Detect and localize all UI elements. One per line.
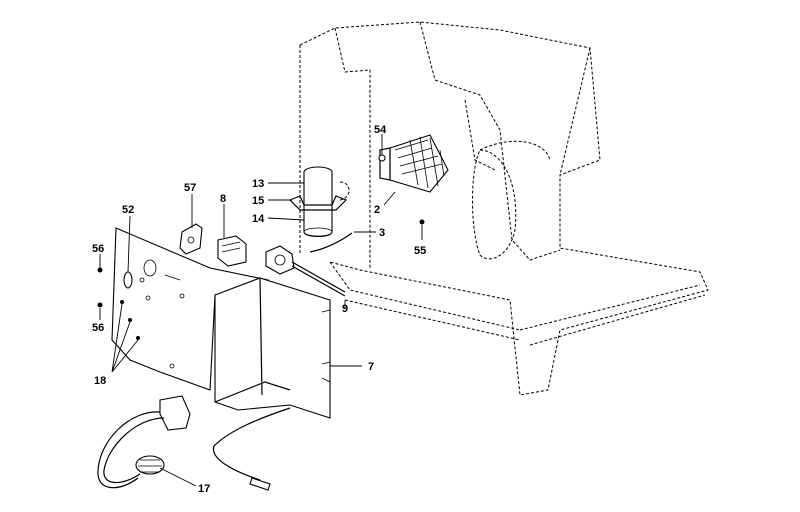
- screw-part-55: [419, 219, 425, 225]
- label-54: 54: [374, 124, 387, 136]
- thermostat-part-9: [265, 245, 346, 297]
- screw-part-54: [378, 154, 386, 162]
- cabinet-housing: [299, 21, 709, 396]
- label-7: 7: [368, 361, 374, 373]
- grommet-part-52: [123, 271, 133, 289]
- label-18: 18: [94, 375, 106, 387]
- label-3: 3: [379, 227, 385, 239]
- capacitor-part-13: [303, 166, 333, 238]
- part-labels: 13 15 14 54 2 55 3 57 8 52 56 56 9 7 18 …: [92, 124, 426, 495]
- power-cord-part-17: [97, 395, 191, 489]
- control-panel-plate: [111, 227, 270, 391]
- sensor-bulb: [249, 477, 271, 491]
- label-8: 8: [220, 193, 226, 205]
- screw-part-56-upper: [97, 267, 103, 273]
- label-17: 17: [198, 483, 210, 495]
- label-14: 14: [252, 213, 265, 225]
- bracket-part-57: [179, 223, 203, 255]
- leader-lines: [99, 134, 423, 487]
- capacitor-bracket-dashed: [339, 181, 350, 201]
- switch-part-8: [217, 235, 247, 267]
- control-box-part-7: [214, 277, 331, 419]
- wire-part-3: [309, 232, 353, 253]
- label-52: 52: [122, 204, 134, 216]
- sensor-bulb-wire: [212, 407, 291, 481]
- capacitor-strap-part-15: [288, 195, 348, 211]
- label-56b: 56: [92, 322, 104, 334]
- label-13: 13: [252, 178, 264, 190]
- label-9: 9: [342, 303, 348, 315]
- label-57: 57: [184, 182, 196, 194]
- filter-part-2: [379, 134, 449, 193]
- label-2: 2: [374, 204, 380, 216]
- label-55: 55: [414, 245, 426, 257]
- label-15: 15: [252, 195, 264, 207]
- screws-part-18: [120, 300, 140, 340]
- label-56a: 56: [92, 243, 104, 255]
- screw-part-56-lower: [97, 302, 103, 308]
